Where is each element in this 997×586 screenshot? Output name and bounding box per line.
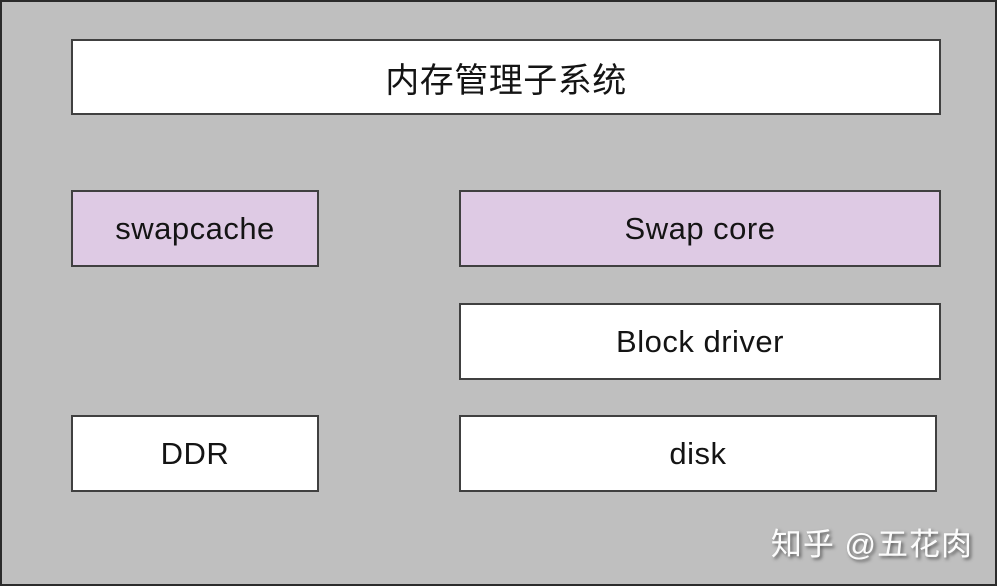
zhihu-watermark: 知乎 @五花肉 [770, 527, 973, 562]
title-box-memory-management-subsystem: 内存管理子系统 [71, 39, 941, 115]
box-disk-label: disk [669, 435, 727, 471]
title-label: 内存管理子系统 [385, 61, 627, 100]
box-swap-core-label: Swap core [624, 210, 776, 246]
box-swapcache-label: swapcache [115, 210, 275, 246]
box-disk: disk [459, 415, 937, 492]
box-block-driver: Block driver [459, 303, 941, 380]
box-block-driver-label: Block driver [616, 323, 784, 359]
box-ddr-label: DDR [160, 435, 230, 471]
box-ddr: DDR [71, 415, 319, 492]
box-swapcache: swapcache [71, 190, 319, 267]
box-swap-core: Swap core [459, 190, 941, 267]
